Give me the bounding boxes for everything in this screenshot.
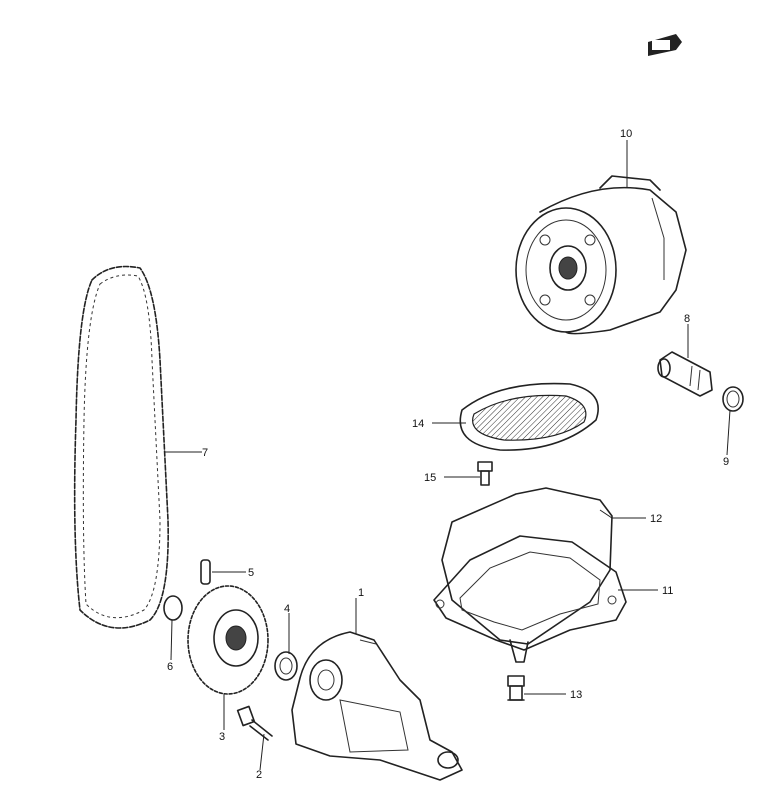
oil-pan-part xyxy=(433,535,627,663)
bolt-part-2 xyxy=(236,705,273,741)
callout-7: 7 xyxy=(202,447,208,459)
bolt-part-15 xyxy=(477,461,493,486)
direction-arrow-icon xyxy=(648,34,682,56)
leader-lines xyxy=(165,140,731,771)
callout-2: 2 xyxy=(256,769,262,781)
oil-pump-part xyxy=(291,631,463,781)
callout-3: 3 xyxy=(219,731,225,743)
washer-part xyxy=(274,651,298,681)
callout-15: 15 xyxy=(424,472,436,484)
callout-14: 14 xyxy=(412,418,424,430)
oil-filter-part xyxy=(515,175,687,335)
callout-9: 9 xyxy=(723,456,729,468)
callout-10: 10 xyxy=(620,128,632,140)
clip-ring-part xyxy=(163,595,183,621)
drive-chain-part xyxy=(73,265,169,629)
callout-6: 6 xyxy=(167,661,173,673)
sprocket-part xyxy=(187,585,269,695)
union-bolt-part xyxy=(657,351,713,397)
callout-1: 1 xyxy=(358,587,364,599)
callout-5: 5 xyxy=(248,567,254,579)
callout-12: 12 xyxy=(650,513,662,525)
callout-4: 4 xyxy=(284,603,290,615)
callout-13: 13 xyxy=(570,689,582,701)
callout-8: 8 xyxy=(684,313,690,325)
oil-strainer-part xyxy=(459,382,599,451)
bolt-part-13 xyxy=(507,675,525,701)
pin-part xyxy=(200,559,211,585)
gasket-part xyxy=(441,487,613,645)
o-ring-part-9 xyxy=(722,386,744,412)
callout-11: 11 xyxy=(662,585,673,597)
